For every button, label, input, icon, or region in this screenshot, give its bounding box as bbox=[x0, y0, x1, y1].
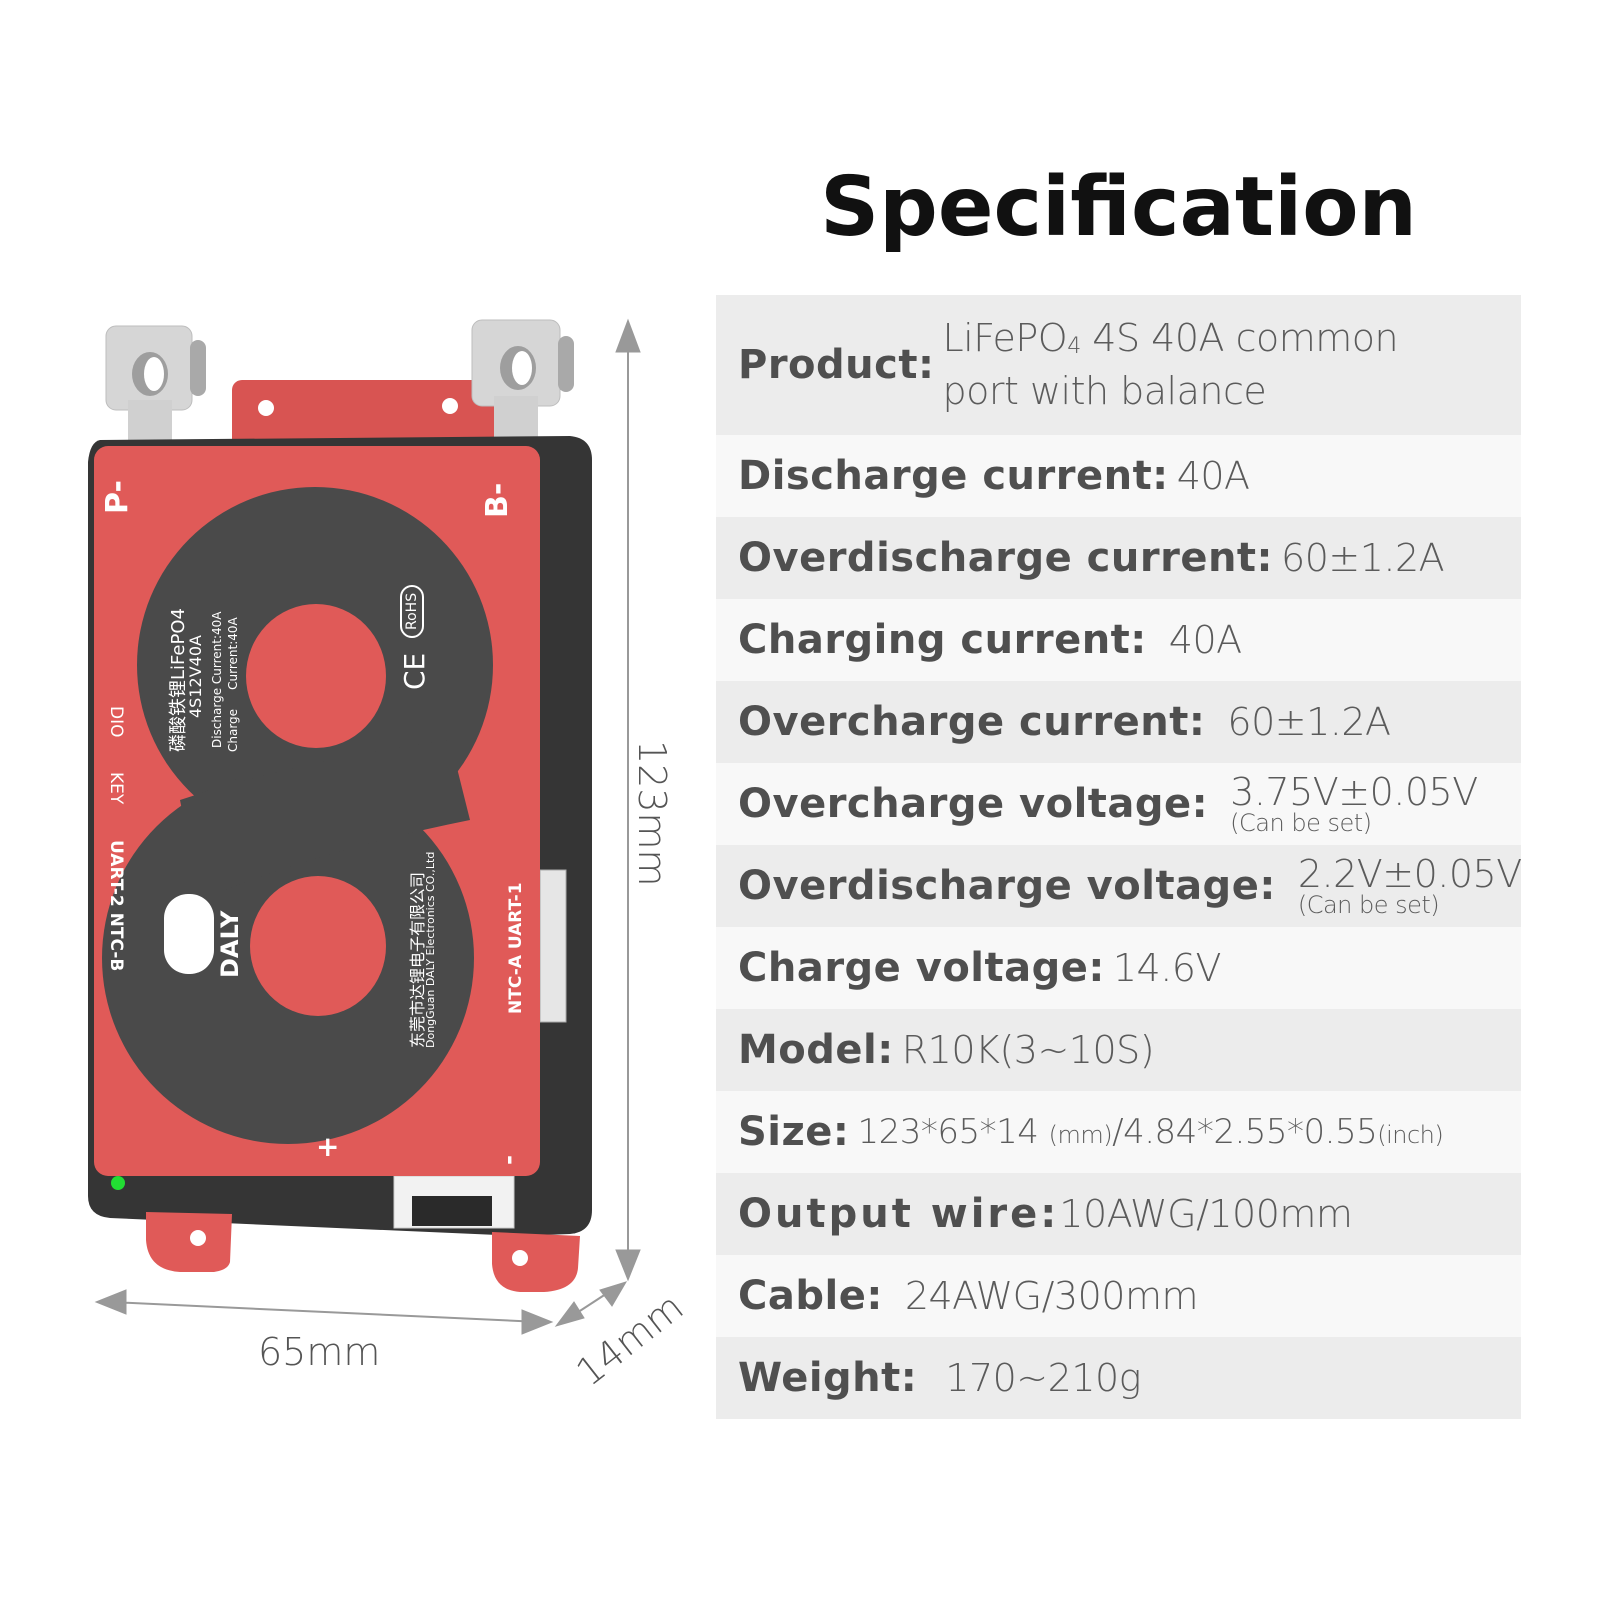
spec-label: Cable: bbox=[738, 1273, 883, 1319]
spec-row-cable: Cable: 24AWG/300mm bbox=[716, 1255, 1521, 1337]
depth-dimension-arrow bbox=[554, 1281, 628, 1327]
spec-value-part: LiFePO bbox=[942, 316, 1068, 360]
spec-label: Output wire: bbox=[738, 1191, 1060, 1237]
spec-value: 3.75V±0.05V (Can be set) bbox=[1230, 773, 1478, 835]
spec-value: 60±1.2A bbox=[1227, 700, 1391, 744]
spec-value-part: 123*65*14 bbox=[857, 1112, 1049, 1152]
minus-sign: - bbox=[496, 1155, 525, 1165]
spec-value-unit: (inch) bbox=[1377, 1121, 1444, 1149]
spec-label: Overcharge current: bbox=[738, 699, 1206, 745]
dimension-height: 123mm bbox=[630, 740, 674, 887]
spec-row-discharge-current: Discharge current: 40A bbox=[716, 435, 1521, 517]
rohs-icon: RoHS bbox=[400, 584, 424, 638]
company-en: DongGuan DALY Electronics CO.,Ltd bbox=[424, 851, 437, 1048]
spec-label: Overdischarge current: bbox=[738, 535, 1274, 581]
spec-label: Size: bbox=[738, 1109, 850, 1155]
ce-mark-icon: CE bbox=[398, 652, 431, 690]
status-led-icon bbox=[111, 1176, 125, 1190]
spec-value-note: (Can be set) bbox=[1230, 809, 1372, 837]
spec-label: Product: bbox=[738, 342, 935, 388]
plus-sign: + bbox=[316, 1130, 340, 1163]
spec-row-charging-current: Charging current: 40A bbox=[716, 599, 1521, 681]
spec-value: 10AWG/100mm bbox=[1059, 1192, 1353, 1236]
terminal-b-icon bbox=[471, 319, 574, 440]
spec-row-overcharge-voltage: Overcharge voltage: 3.75V±0.05V (Can be … bbox=[716, 763, 1521, 845]
spec-value-main: 3.75V±0.05V bbox=[1230, 770, 1478, 814]
spec-label: Model: bbox=[738, 1027, 894, 1073]
terminal-b-label: B- bbox=[480, 482, 515, 518]
spec-value: 60±1.2A bbox=[1281, 536, 1445, 580]
dimension-width: 65mm bbox=[258, 1330, 381, 1374]
brand-name: DALY bbox=[216, 910, 244, 978]
height-dimension-arrow bbox=[615, 318, 641, 1282]
spec-row-weight: Weight: 170~210g bbox=[716, 1337, 1521, 1419]
spec-value: 40A bbox=[1176, 454, 1250, 498]
spec-value: 170~210g bbox=[945, 1356, 1141, 1400]
port-label-uart2: UART-2 NTC-B bbox=[106, 840, 126, 972]
spec-row-model: Model: R10K(3~10S) bbox=[716, 1009, 1521, 1091]
spec-value: LiFePO4 4S 40A common port with balance bbox=[942, 315, 1398, 415]
spec-table: Product: LiFePO4 4S 40A common port with… bbox=[716, 295, 1522, 1419]
spec-label: Overcharge voltage: bbox=[738, 781, 1209, 827]
width-dimension-arrow bbox=[94, 1289, 554, 1335]
label-discharge: Discharge Current:40A bbox=[210, 611, 224, 748]
daly-eight-logo-graphic bbox=[102, 487, 493, 1144]
port-label-uart1: NTC-A UART-1 bbox=[506, 882, 526, 1014]
spec-row-product: Product: LiFePO4 4S 40A common port with… bbox=[716, 295, 1521, 435]
spec-value: 123*65*14 (mm)/4.84*2.55*0.55(inch) bbox=[857, 1112, 1443, 1152]
label-charge: Charge Current:40A bbox=[226, 617, 240, 752]
port-label-key: KEY bbox=[106, 772, 126, 805]
spec-label: Charging current: bbox=[738, 617, 1147, 663]
spec-label: Discharge current: bbox=[738, 453, 1169, 499]
spec-row-overdischarge-voltage: Overdischarge voltage: 2.2V±0.05V (Can b… bbox=[716, 845, 1522, 927]
spec-row-output-wire: Output wire: 10AWG/100mm bbox=[716, 1173, 1521, 1255]
spec-label: Overdischarge voltage: bbox=[738, 863, 1276, 909]
daly-logo-icon bbox=[164, 894, 214, 974]
spec-value-main: 2.2V±0.05V bbox=[1297, 852, 1522, 896]
spec-value-part: /4.84*2.55*0.55 bbox=[1112, 1112, 1378, 1152]
terminal-p-label: P- bbox=[100, 480, 135, 514]
spec-row-size: Size: 123*65*14 (mm)/4.84*2.55*0.55(inch… bbox=[716, 1091, 1521, 1173]
spec-value: 14.6V bbox=[1112, 946, 1222, 990]
bms-product-image bbox=[88, 318, 641, 1335]
spec-label: Weight: bbox=[738, 1355, 918, 1401]
spec-value-line2: port with balance bbox=[942, 369, 1267, 413]
spec-value: 2.2V±0.05V (Can be set) bbox=[1298, 855, 1522, 917]
spec-row-overdischarge-current: Overdischarge current: 60±1.2A bbox=[716, 517, 1521, 599]
spec-row-charge-voltage: Charge voltage: 14.6V bbox=[716, 927, 1521, 1009]
label-model: 4S12V40A bbox=[186, 635, 205, 718]
port-label-dio: DIO bbox=[106, 706, 126, 738]
terminal-p-icon bbox=[105, 325, 206, 440]
spec-value-part: 4S 40A common bbox=[1080, 316, 1399, 360]
spec-row-overcharge-current: Overcharge current: 60±1.2A bbox=[716, 681, 1521, 763]
spec-value-unit: (mm) bbox=[1048, 1121, 1113, 1149]
spec-value: 24AWG/300mm bbox=[904, 1274, 1199, 1318]
spec-value-note: (Can be set) bbox=[1297, 891, 1440, 919]
spec-value: R10K(3~10S) bbox=[901, 1028, 1155, 1072]
spec-label: Charge voltage: bbox=[738, 945, 1105, 991]
page-title: Specification bbox=[820, 160, 1417, 255]
spec-value: 40A bbox=[1168, 618, 1242, 662]
spec-value-subscript: 4 bbox=[1067, 334, 1081, 359]
